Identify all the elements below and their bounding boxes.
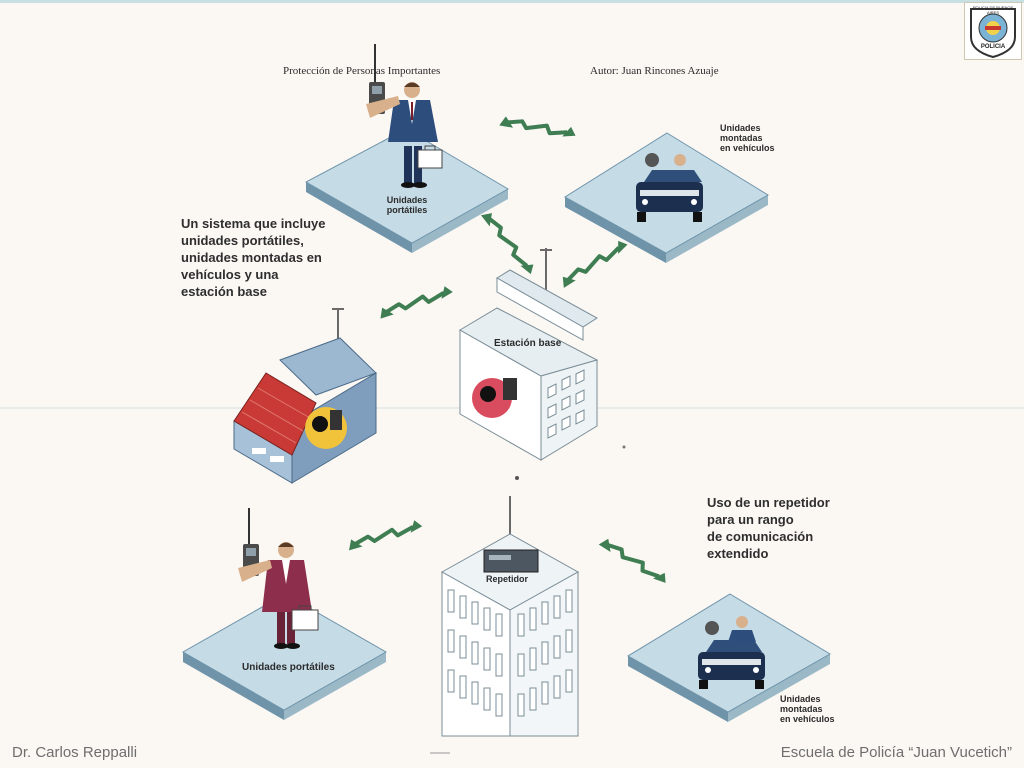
car-icon bbox=[698, 616, 765, 689]
label-top-right-vehicles: Unidades montadas en vehículos bbox=[720, 123, 775, 153]
person-maroon-suit bbox=[262, 542, 312, 649]
top-rule bbox=[0, 0, 1024, 3]
caption-system: Un sistema que incluye unidades portátil… bbox=[181, 216, 326, 299]
label-bottom-platform: Unidades portátiles bbox=[242, 662, 335, 673]
radio-icon bbox=[366, 44, 400, 118]
platform-bottom-portable bbox=[181, 593, 388, 720]
badge-line2: POLICIA bbox=[980, 44, 1006, 50]
briefcase-icon bbox=[417, 145, 443, 169]
header-right-title: Autor: Juan Rincones Azuaje bbox=[590, 65, 719, 77]
badge-line1: POLICIA DE BUENOS AIRES bbox=[972, 5, 1014, 15]
label-repeater: Repetidor bbox=[486, 574, 529, 584]
caption-repeater: Uso de un repetidor para un rango de com… bbox=[707, 495, 830, 561]
base-station-building bbox=[459, 248, 599, 461]
label-top-platform: Unidades portátiles bbox=[386, 195, 428, 215]
house-base-station bbox=[233, 308, 377, 484]
footer-school: Escuela de Policía “Juan Vucetich” bbox=[780, 744, 1012, 761]
header-left-title: Protección de Personas Importantes bbox=[283, 65, 441, 77]
briefcase-icon bbox=[291, 605, 319, 631]
police-badge: POLICIA DE BUENOS AIRES POLICIA bbox=[964, 2, 1022, 60]
shield-icon bbox=[970, 8, 1016, 59]
repeater-tower bbox=[440, 496, 580, 737]
radio-icon bbox=[238, 508, 272, 582]
label-bottom-right-vehicles: Unidades montadas en vehículos bbox=[780, 694, 835, 724]
label-base-station: Estación base bbox=[494, 338, 562, 349]
car-icon bbox=[636, 153, 703, 222]
footer-author: Dr. Carlos Reppalli bbox=[12, 744, 138, 761]
person-blue-suit bbox=[388, 82, 438, 188]
